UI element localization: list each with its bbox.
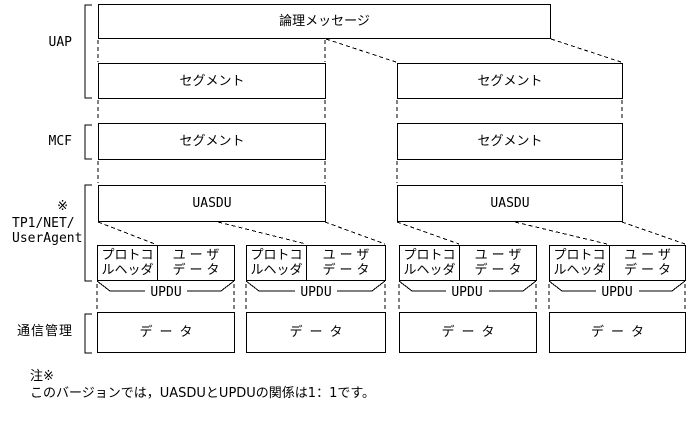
segment-label: セグメント bbox=[179, 134, 245, 149]
protocol-header-cell: プロトコ ルヘッダ bbox=[98, 246, 158, 280]
uap-bracket bbox=[84, 4, 92, 99]
protocol-header-line2: ルヘッダ bbox=[553, 263, 606, 278]
layer-label-mcf: MCF bbox=[48, 134, 72, 149]
data-label: データ bbox=[289, 325, 350, 340]
updu-brace-label-2: UPDU bbox=[300, 285, 332, 300]
protocol-header-line1: プロトコ bbox=[403, 248, 456, 263]
user-data-line1: ユーザ bbox=[172, 248, 224, 263]
layer-label-useragent: UserAgent bbox=[12, 231, 83, 246]
user-data-line1: ユーザ bbox=[322, 248, 374, 263]
user-data-line1: ユーザ bbox=[474, 248, 526, 263]
uasdu-box-right: UASDU bbox=[397, 185, 623, 222]
mcf-bracket bbox=[84, 124, 92, 160]
segment-label: セグメント bbox=[477, 73, 543, 89]
layer-label-uap: UAP bbox=[48, 35, 72, 50]
user-data-line2: データ bbox=[322, 263, 374, 278]
data-box-4: データ bbox=[549, 312, 686, 353]
segment-box-uap-right: セグメント bbox=[397, 63, 623, 99]
uasdu-to-updu-links bbox=[97, 221, 686, 245]
useragent-bracket bbox=[84, 184, 92, 282]
comm-bracket bbox=[84, 313, 92, 354]
uasdu-label: UASDU bbox=[490, 196, 530, 211]
layer-label-comm-mgmt: 通信管理 bbox=[17, 324, 74, 339]
data-label: データ bbox=[441, 325, 502, 340]
protocol-header-line2: ルヘッダ bbox=[403, 263, 456, 278]
user-data-line1: ユーザ bbox=[624, 248, 675, 263]
layer-label-tp1net: TP1/NET/ bbox=[12, 216, 75, 231]
note-body: このバージョンでは，UASDUとUPDUの関係は1：1です。 bbox=[30, 386, 376, 401]
uasdu-box-left: UASDU bbox=[98, 185, 326, 222]
protocol-header-cell: プロトコ ルヘッダ bbox=[550, 246, 610, 280]
data-box-1: データ bbox=[97, 312, 235, 353]
updu-brace-label-4: UPDU bbox=[601, 285, 633, 300]
protocol-header-line2: ルヘッダ bbox=[101, 263, 154, 278]
updu-box-4: プロトコ ルヘッダ ユーザ データ bbox=[549, 245, 686, 281]
user-data-line2: データ bbox=[623, 263, 675, 278]
segment-to-segment-links bbox=[97, 100, 623, 183]
updu-brace-label-3: UPDU bbox=[451, 285, 483, 300]
user-data-cell: ユーザ データ bbox=[307, 246, 385, 280]
logical-message-box: 論理メッセージ bbox=[98, 4, 551, 39]
data-label: データ bbox=[139, 325, 200, 340]
updu-brace-label-1: UPDU bbox=[150, 285, 182, 300]
segment-box-uap-left: セグメント bbox=[98, 63, 326, 99]
protocol-header-cell: プロトコ ルヘッダ bbox=[400, 246, 460, 280]
updu-box-2: プロトコ ルヘッダ ユーザ データ bbox=[246, 245, 386, 281]
segment-label: セグメント bbox=[179, 73, 245, 89]
note-mark: ※ bbox=[57, 199, 68, 214]
updu-to-data-links bbox=[96, 284, 686, 310]
layer-brackets bbox=[84, 4, 92, 354]
user-data-line2: データ bbox=[474, 263, 526, 278]
segment-box-mcf-left: セグメント bbox=[98, 123, 326, 160]
protocol-header-line1: プロトコ bbox=[101, 248, 154, 263]
updu-braces bbox=[96, 280, 686, 292]
uasdu-label: UASDU bbox=[192, 196, 232, 211]
protocol-header-line1: プロトコ bbox=[250, 248, 303, 263]
data-label: データ bbox=[590, 325, 651, 340]
user-data-line2: データ bbox=[172, 263, 224, 278]
user-data-cell: ユーザ データ bbox=[610, 246, 685, 280]
user-data-cell: ユーザ データ bbox=[460, 246, 536, 280]
protocol-header-cell: プロトコ ルヘッダ bbox=[247, 246, 307, 280]
logical-message-label: 論理メッセージ bbox=[279, 14, 370, 29]
protocol-header-line1: プロトコ bbox=[553, 248, 606, 263]
message-to-segment-links bbox=[97, 38, 622, 63]
user-data-cell: ユーザ データ bbox=[158, 246, 234, 280]
note-title: 注※ bbox=[30, 369, 54, 384]
updu-box-3: プロトコ ルヘッダ ユーザ データ bbox=[399, 245, 537, 281]
updu-box-1: プロトコ ルヘッダ ユーザ データ bbox=[97, 245, 235, 281]
protocol-header-line2: ルヘッダ bbox=[250, 263, 303, 278]
segment-label: セグメント bbox=[477, 134, 543, 149]
segment-box-mcf-right: セグメント bbox=[397, 123, 623, 160]
data-box-3: データ bbox=[399, 312, 537, 353]
data-box-2: データ bbox=[246, 312, 386, 353]
